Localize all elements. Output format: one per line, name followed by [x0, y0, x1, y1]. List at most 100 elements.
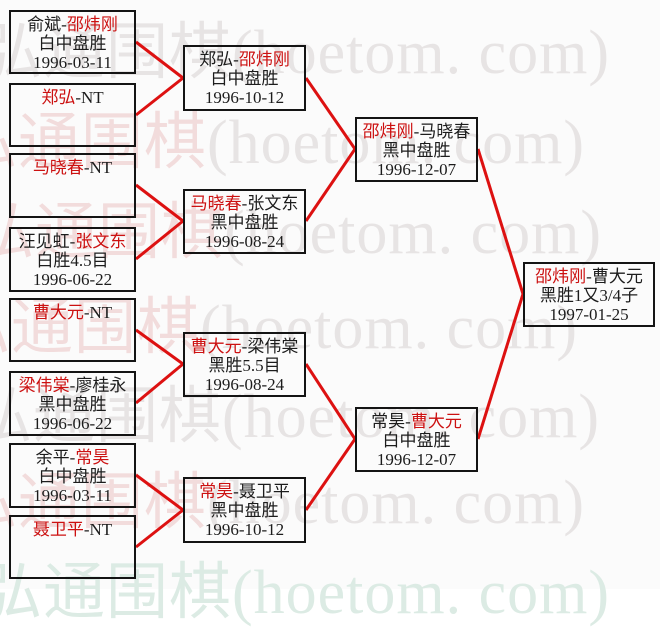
players-separator: - [586, 267, 592, 286]
connector-line [135, 76, 184, 117]
player2-name: NT [89, 158, 113, 177]
connector-line [135, 328, 184, 366]
match-date: 1996-06-22 [32, 414, 113, 433]
match-result: 黑中盘胜 [210, 501, 279, 520]
match-date: 1996-10-12 [204, 520, 285, 539]
connector-line [135, 508, 184, 549]
match-players: 郑弘-NT [11, 88, 134, 107]
player2-name: 常昊 [75, 448, 110, 467]
match-box-round1-7: 余平-常昊 白中盘胜 1996-03-11 [9, 443, 136, 508]
connector-line [135, 183, 184, 223]
player1-name: 俞斌 [27, 15, 62, 34]
bracket-connector-lines [135, 40, 525, 549]
connector-line [304, 363, 357, 440]
player1-name: 汪见虹 [18, 232, 70, 251]
player2-name: 张文东 [247, 194, 299, 213]
match-result: 黑胜1又3/4子 [539, 286, 639, 305]
players-separator: - [233, 482, 239, 501]
match-date: 1996-03-11 [33, 486, 112, 505]
player1-name: 马晓春 [190, 194, 242, 213]
match-result: 白中盘胜 [38, 34, 107, 53]
match-players: 马晓春-NT [11, 158, 134, 177]
match-box-round2-1: 郑弘-邵炜刚 白中盘胜 1996-10-12 [183, 45, 306, 111]
players-separator: - [405, 412, 411, 431]
match-players: 常昊-聂卫平 [185, 482, 304, 501]
connector-line [304, 438, 357, 511]
match-players: 曹大元-NT [11, 303, 134, 322]
match-players: 汪见虹-张文东 [11, 232, 134, 251]
connector-line [304, 77, 357, 150]
match-date: 1996-06-22 [32, 270, 113, 289]
players-separator: - [69, 232, 76, 251]
match-result: 黑中盘胜 [382, 141, 451, 160]
match-players: 邵炜刚-马晓春 [357, 122, 476, 141]
connector-line [304, 148, 357, 222]
players-separator: - [241, 194, 248, 213]
player2-name: NT [89, 303, 113, 322]
player1-name: 常昊 [199, 482, 234, 501]
player2-name: 马晓春 [419, 122, 471, 141]
player2-name: 张文东 [75, 232, 127, 251]
match-date: 1996-12-07 [376, 160, 457, 179]
connector-line [476, 293, 525, 440]
player2-name: NT [81, 88, 104, 107]
match-box-round2-4: 常昊-聂卫平 黑中盘胜 1996-10-12 [183, 477, 306, 543]
match-result: 黑胜5.5目 [208, 356, 281, 375]
players-separator: - [413, 122, 420, 141]
player1-name: 郑弘 [199, 50, 234, 69]
match-players: 郑弘-邵炜刚 [185, 50, 304, 69]
match-date: 1997-01-25 [549, 305, 629, 324]
match-date: 1996-08-24 [204, 375, 285, 394]
players-separator: - [83, 520, 90, 539]
player1-name: 邵炜刚 [535, 267, 587, 286]
player2-name: 曹大元 [591, 267, 643, 286]
match-result: 黑中盘胜 [210, 213, 279, 232]
match-players: 曹大元-梁伟棠 [185, 337, 304, 356]
match-box-round2-2: 马晓春-张文东 黑中盘胜 1996-08-24 [183, 189, 306, 254]
match-box-round2-3: 曹大元-梁伟棠 黑胜5.5目 1996-08-24 [183, 332, 306, 397]
players-separator: - [241, 337, 248, 356]
match-players: 常昊-曹大元 [357, 412, 476, 431]
match-result: 黑中盘胜 [38, 395, 107, 414]
match-result: 白中盘胜 [210, 69, 279, 88]
match-players: 梁伟棠-廖桂永 [11, 376, 134, 395]
player2-name: 廖桂永 [75, 376, 127, 395]
match-box-final: 邵炜刚-曹大元 黑胜1又3/4子 1997-01-25 [523, 262, 655, 327]
match-result: 白中盘胜 [382, 431, 451, 450]
players-separator: - [75, 88, 81, 107]
players-separator: - [233, 50, 239, 69]
match-box-round1-2: 郑弘-NT [9, 83, 136, 147]
match-date: 1996-12-07 [376, 450, 457, 469]
match-players: 邵炜刚-曹大元 [525, 267, 653, 286]
players-separator: - [83, 303, 90, 322]
match-box-round1-6: 梁伟棠-廖桂永 黑中盘胜 1996-06-22 [9, 371, 136, 436]
tournament-bracket-page: { "watermark": { "zh": "弘通围棋", "en": "(h… [0, 10, 655, 627]
player1-name: 曹大元 [32, 303, 84, 322]
players-separator: - [69, 448, 76, 467]
match-date: 1996-10-12 [204, 88, 285, 107]
match-players: 俞斌-邵炜刚 [11, 15, 134, 34]
connector-line [135, 473, 184, 512]
connector-line [135, 219, 184, 261]
player1-name: 梁伟棠 [18, 376, 70, 395]
player1-name: 常昊 [371, 412, 406, 431]
match-box-round1-4: 汪见虹-张文东 白胜4.5目 1996-06-22 [9, 227, 136, 292]
player2-name: 聂卫平 [238, 482, 290, 501]
match-date: 1996-08-24 [204, 232, 285, 251]
match-players: 聂卫平-NT [11, 520, 134, 539]
player1-name: 聂卫平 [32, 520, 84, 539]
match-box-round1-3: 马晓春-NT [9, 153, 136, 218]
player1-name: 马晓春 [32, 158, 84, 177]
player2-name: 曹大元 [410, 412, 462, 431]
connector-line [135, 362, 184, 405]
match-box-round1-1: 俞斌-邵炜刚 白中盘胜 1996-03-11 [9, 10, 136, 74]
players-separator: - [61, 15, 67, 34]
match-date: 1996-03-11 [33, 53, 112, 72]
match-box-round1-8: 聂卫平-NT [9, 515, 136, 579]
player1-name: 曹大元 [190, 337, 242, 356]
player1-name: 郑弘 [41, 88, 76, 107]
match-result: 白中盘胜 [38, 467, 107, 486]
players-separator: - [69, 376, 76, 395]
match-result: 白胜4.5目 [36, 251, 109, 270]
match-players: 马晓春-张文东 [185, 194, 304, 213]
